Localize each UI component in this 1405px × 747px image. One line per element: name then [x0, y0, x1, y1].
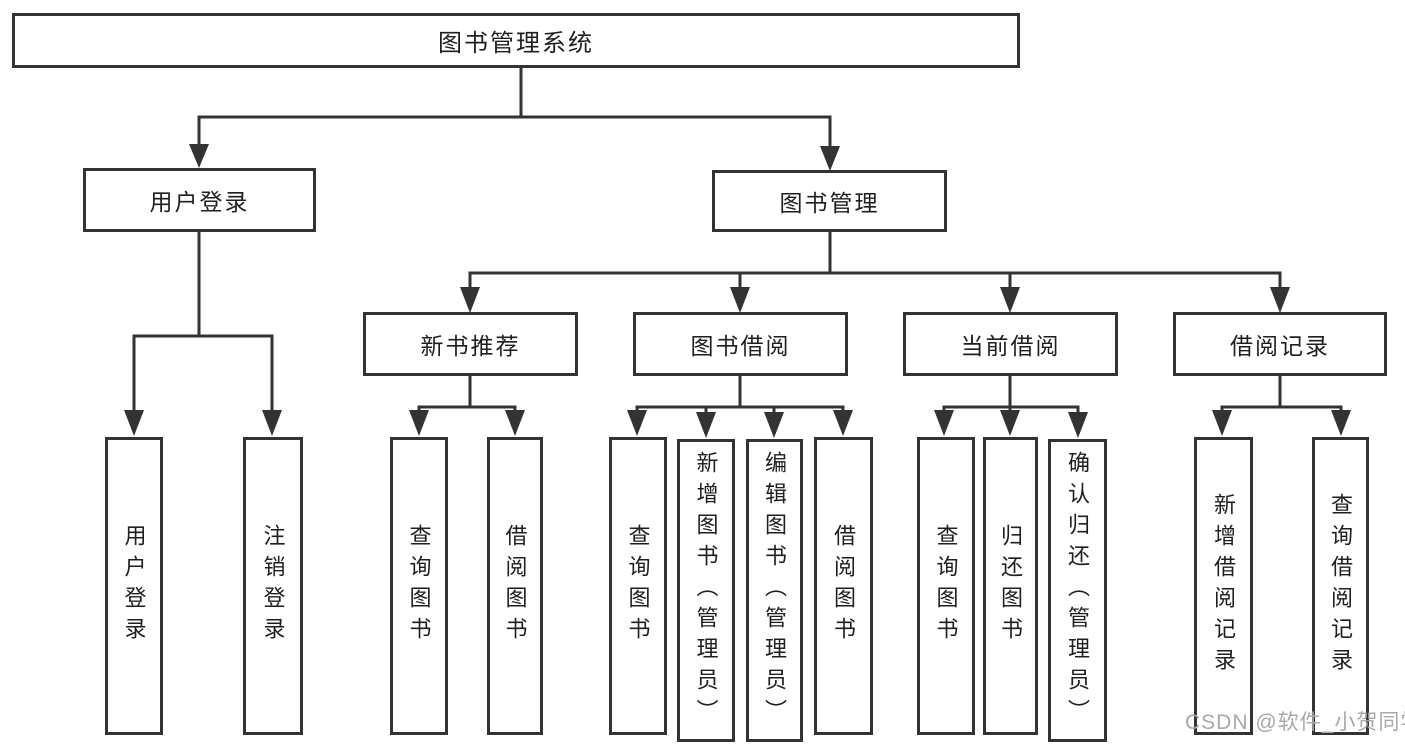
leaf-borrowing-query-books: 查询图书 — [609, 437, 667, 735]
leaf-records-add-record: 新增借阅记录 — [1194, 437, 1253, 735]
leaf-newbooks-borrow-books-label: 借阅图书 — [502, 524, 528, 648]
leaf-newbooks-borrow-books: 借阅图书 — [487, 437, 543, 735]
leaf-borrowing-edit-books-admin: 编辑图书（管理员） — [746, 439, 803, 742]
leaf-records-query-record-label: 查询借阅记录 — [1328, 493, 1354, 679]
node-borrowing-records-label: 借阅记录 — [1230, 333, 1330, 359]
leaf-newbooks-query-books: 查询图书 — [390, 437, 448, 735]
node-current-borrowing-label: 当前借阅 — [960, 333, 1061, 359]
node-book-borrowing-label: 图书借阅 — [690, 333, 791, 359]
leaf-current-confirm-return-admin-label: 确认归还（管理员） — [1065, 451, 1091, 730]
leaf-borrowing-edit-books-admin-label: 编辑图书（管理员） — [762, 451, 788, 730]
leaf-current-confirm-return-admin: 确认归还（管理员） — [1048, 439, 1107, 742]
leaf-current-return-books: 归还图书 — [983, 437, 1038, 735]
leaf-records-query-record: 查询借阅记录 — [1312, 437, 1369, 735]
leaf-records-add-record-label: 新增借阅记录 — [1211, 493, 1237, 679]
node-book-management: 图书管理 — [712, 170, 947, 232]
leaf-current-return-books-label: 归还图书 — [998, 524, 1024, 648]
node-current-borrowing: 当前借阅 — [903, 312, 1118, 376]
leaf-newbooks-query-books-label: 查询图书 — [406, 524, 432, 648]
leaf-user-login: 用户登录 — [105, 437, 163, 735]
leaf-borrowing-query-books-label: 查询图书 — [625, 524, 651, 648]
node-user-login-branch: 用户登录 — [83, 168, 316, 232]
node-new-book-recommend: 新书推荐 — [363, 312, 578, 376]
watermark: CSDN @软件_小贺同学 — [1185, 711, 1405, 734]
leaf-user-login-label: 用户登录 — [121, 524, 147, 648]
node-borrowing-records: 借阅记录 — [1173, 312, 1387, 376]
leaf-borrowing-add-books-admin: 新增图书（管理员） — [677, 439, 735, 742]
leaf-logout: 注销登录 — [243, 437, 303, 735]
node-new-book-recommend-label: 新书推荐 — [420, 333, 521, 359]
leaf-logout-label: 注销登录 — [260, 524, 286, 648]
arrowheads — [124, 144, 1351, 438]
node-root: 图书管理系统 — [12, 13, 1020, 68]
node-root-label: 图书管理系统 — [438, 30, 594, 57]
leaf-current-query-books: 查询图书 — [917, 437, 975, 735]
leaf-current-query-books-label: 查询图书 — [933, 524, 959, 648]
node-book-management-label: 图书管理 — [779, 190, 880, 216]
leaf-borrowing-borrow-books-label: 借阅图书 — [831, 524, 857, 648]
connector-paths — [132, 67, 1343, 414]
leaf-borrowing-borrow-books: 借阅图书 — [814, 437, 873, 735]
leaf-borrowing-add-books-admin-label: 新增图书（管理员） — [693, 451, 719, 730]
node-user-login-branch-label: 用户登录 — [149, 189, 250, 215]
node-book-borrowing: 图书借阅 — [633, 312, 848, 376]
